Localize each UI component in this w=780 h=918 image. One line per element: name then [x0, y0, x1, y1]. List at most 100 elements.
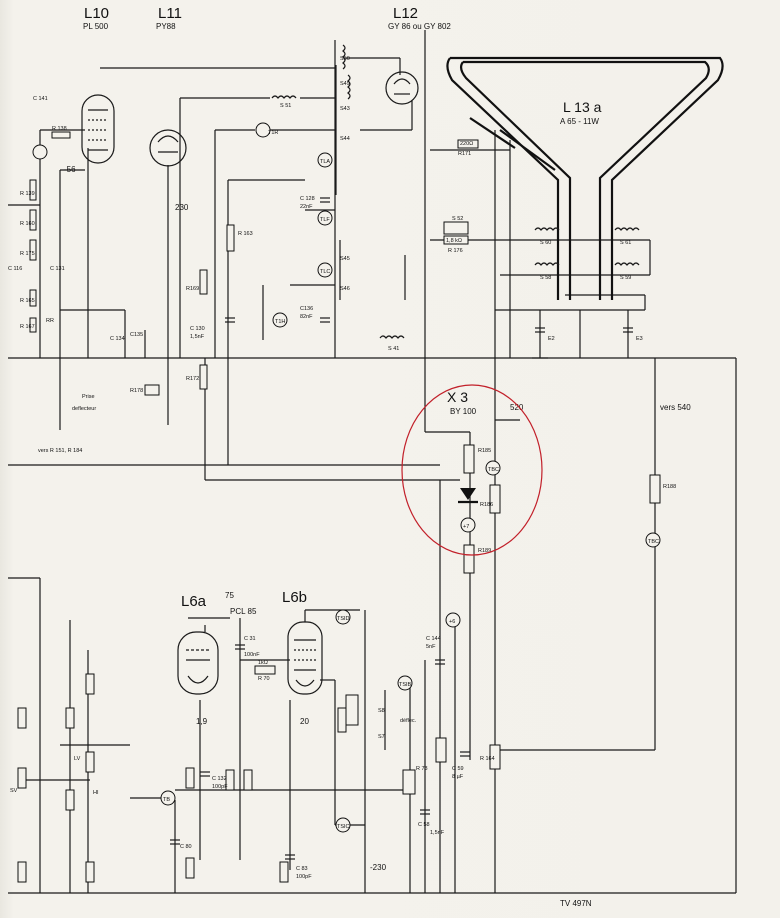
label-v75: 75	[225, 591, 234, 600]
inductor-s52	[443, 221, 469, 235]
svg-text:22nF: 22nF	[300, 204, 313, 210]
svg-text:S46: S46	[340, 286, 350, 292]
svg-text:+6: +6	[449, 619, 455, 625]
svg-text:S45: S45	[340, 256, 350, 262]
svg-text:C 128: C 128	[300, 196, 315, 202]
svg-text:TBC: TBC	[488, 467, 499, 473]
svg-text:C 83: C 83	[296, 866, 308, 872]
resistor-r138	[51, 131, 71, 139]
svg-text:R186: R186	[480, 502, 493, 508]
svg-text:82nF: 82nF	[300, 314, 313, 320]
label-v56: -56	[64, 165, 76, 174]
label-deflecteur: deflecteur	[72, 406, 96, 412]
svg-text:C 59: C 59	[452, 766, 464, 772]
resistor-c56	[435, 737, 447, 763]
svg-text:R 164: R 164	[480, 756, 495, 762]
svg-text:TB: TB	[163, 797, 170, 803]
svg-text:100pF: 100pF	[296, 874, 312, 880]
label-l13a-type: A 65 - 11W	[560, 117, 599, 126]
tube-l6a	[177, 631, 219, 695]
resistor-r164	[489, 744, 501, 770]
svg-text:R 160: R 160	[20, 221, 35, 227]
svg-text:S50: S50	[340, 56, 350, 62]
svg-text:TLF: TLF	[320, 217, 330, 223]
svg-text:S 41: S 41	[388, 346, 399, 352]
diode-by100	[460, 488, 476, 500]
resistor-r167	[29, 317, 37, 333]
transformer-s8	[345, 694, 359, 726]
resistor-r176	[443, 235, 469, 245]
svg-text:R185: R185	[478, 448, 491, 454]
svg-text:R 176: R 176	[448, 248, 463, 254]
resistor-r51	[17, 707, 27, 729]
svg-text:1,5nF: 1,5nF	[190, 334, 205, 340]
resistor-r63	[85, 751, 95, 773]
label-model: TV 497N	[560, 899, 592, 908]
resistor-r185	[463, 444, 475, 474]
svg-text:T1H: T1H	[275, 319, 285, 325]
resistor-r67	[185, 857, 195, 879]
resistor-r71	[279, 861, 289, 883]
svg-text:SV: SV	[10, 788, 18, 794]
svg-text:C 130: C 130	[190, 326, 205, 332]
svg-text:C 134: C 134	[110, 336, 125, 342]
test-points	[32, 122, 661, 833]
resistor-r178	[144, 384, 160, 396]
resistor-r188	[649, 474, 661, 504]
label-v230: 230	[175, 203, 189, 212]
svg-text:RR: RR	[46, 318, 54, 324]
svg-text:E3: E3	[636, 336, 643, 342]
svg-text:LV: LV	[74, 756, 81, 762]
svg-text:S 59: S 59	[620, 275, 631, 281]
resistor-r72	[337, 707, 347, 733]
svg-text:R 139: R 139	[20, 191, 35, 197]
svg-text:TLA: TLA	[320, 159, 330, 165]
svg-text:TSIC: TSIC	[337, 824, 350, 830]
resistor-r47	[85, 673, 95, 695]
resistor-r56	[65, 789, 75, 811]
svg-text:+7: +7	[463, 524, 469, 530]
svg-text:R 138: R 138	[52, 126, 67, 132]
resistor-r139	[29, 179, 37, 201]
svg-text:S44: S44	[340, 136, 350, 142]
bottom-wiring	[20, 419, 520, 893]
svg-text:R 175: R 175	[20, 251, 35, 257]
svg-text:C 132: C 132	[212, 776, 227, 782]
svg-text:C 116: C 116	[8, 266, 22, 272]
svg-text:C 80: C 80	[180, 844, 192, 850]
tube-l12	[385, 71, 419, 105]
label-x3: X 3	[447, 389, 468, 405]
svg-text:5nF: 5nF	[426, 644, 436, 650]
top-wiring	[8, 30, 737, 894]
resistor-r69	[225, 769, 235, 791]
svg-text:S 52: S 52	[452, 216, 463, 222]
annotation-circle	[401, 384, 543, 556]
svg-text:R 167: R 167	[20, 324, 35, 330]
svg-text:100nF: 100nF	[244, 652, 260, 658]
svg-text:TBC: TBC	[648, 539, 659, 545]
resistor-r66	[185, 767, 195, 789]
svg-text:T1R: T1R	[268, 130, 278, 136]
resistor-r186	[489, 484, 501, 514]
label-v20: 20	[300, 717, 309, 726]
svg-text:8 µF: 8 µF	[452, 774, 464, 780]
svg-text:TSID: TSID	[337, 616, 350, 622]
resistor-r68	[17, 861, 27, 883]
svg-text:S49: S49	[340, 81, 350, 87]
components	[17, 44, 661, 883]
label-l10: L10	[84, 5, 109, 22]
resistor-r73	[402, 769, 416, 795]
label-by100: BY 100	[450, 407, 477, 416]
resistor-r163	[226, 224, 235, 252]
svg-text:R189: R189	[478, 548, 491, 554]
label-l6b: L6b	[282, 589, 307, 606]
label-vers: vers R 151, R 184	[38, 448, 82, 454]
label-l6a: L6a	[181, 593, 207, 610]
svg-text:R169: R169	[186, 286, 199, 292]
svg-text:S 60: S 60	[540, 240, 551, 246]
tube-l11	[149, 129, 187, 167]
svg-text:HI: HI	[93, 790, 99, 796]
svg-text:TLC: TLC	[320, 269, 330, 275]
svg-text:C 131: C 131	[50, 266, 65, 272]
